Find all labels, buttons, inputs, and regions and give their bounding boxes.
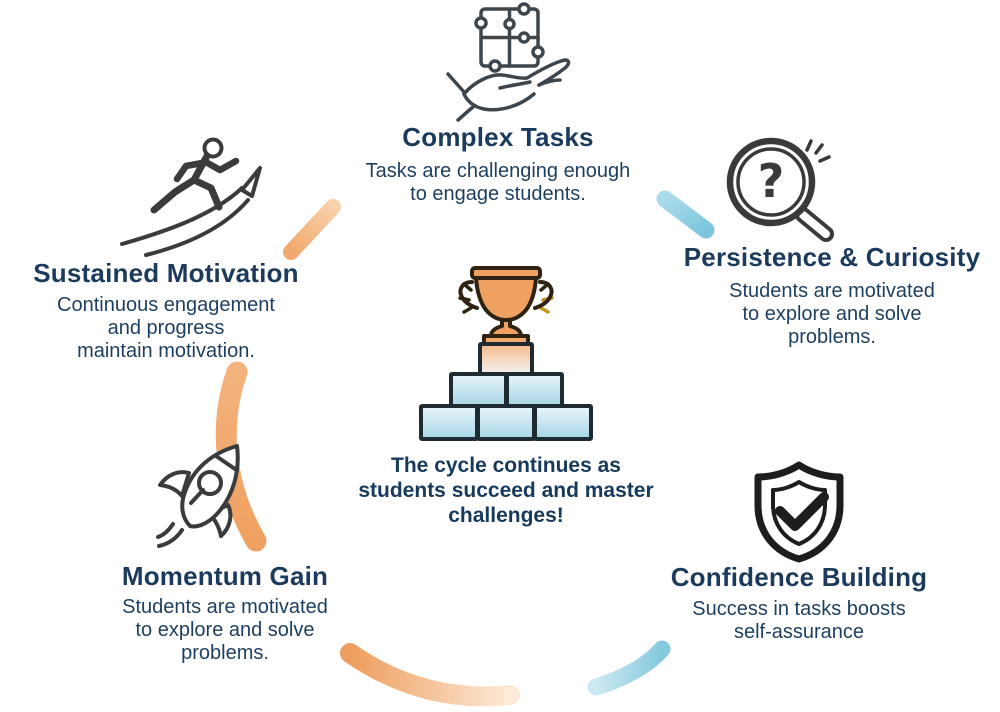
node-desc-sustained-motivation: Continuous engagement and progress maint…: [57, 294, 275, 362]
node-desc-confidence-building: Success in tasks boosts self-assurance: [692, 598, 906, 643]
node-desc-persistence-curiosity: Students are motivated to explore and so…: [729, 280, 935, 348]
center-caption: The cycle continues as students succeed …: [358, 454, 654, 527]
arc-bottom-orange: [340, 643, 520, 707]
arc-bottom-right-blue: [587, 640, 671, 696]
arc-top-left-orange: [283, 199, 341, 260]
trophy-on-podium-icon: [419, 266, 593, 441]
rocket-icon: [156, 444, 240, 548]
node-title-confidence-building: Confidence Building: [670, 562, 928, 592]
puzzle-in-hand-icon: [446, 2, 571, 122]
node-desc-momentum-gain: Students are motivated to explore and so…: [122, 596, 328, 664]
node-title-momentum-gain: Momentum Gain: [121, 561, 329, 591]
arc-top-right-blue: [656, 190, 715, 239]
node-title-persistence-curiosity: Persistence & Curiosity: [683, 242, 981, 272]
runner-arrow-icon: [120, 137, 262, 257]
shield-check-icon: [754, 461, 844, 563]
node-desc-complex-tasks: Tasks are challenging enough to engage s…: [365, 160, 631, 205]
node-title-sustained-motivation: Sustained Motivation: [33, 258, 299, 288]
node-title-complex-tasks: Complex Tasks: [402, 122, 594, 152]
svg-text:?: ?: [758, 154, 785, 208]
magnifier-question-icon: ?: [726, 137, 834, 242]
